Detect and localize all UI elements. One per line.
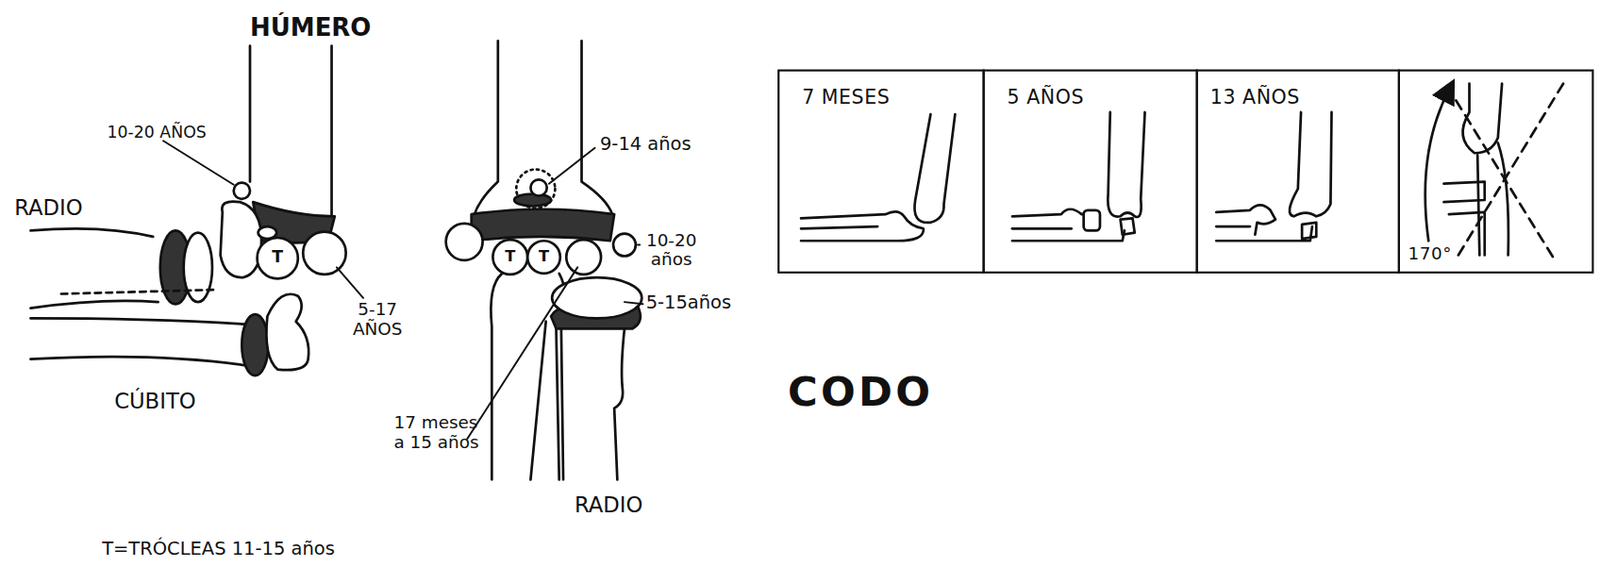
bone-name: RADIO xyxy=(14,197,83,221)
drawing-stroke xyxy=(1443,182,1484,203)
age-callout: 10-20 años xyxy=(640,230,702,268)
drawing-stroke xyxy=(566,239,601,275)
drawing-stroke xyxy=(257,237,299,279)
age-panel: 13 AÑOS xyxy=(1196,69,1400,274)
drawing-stroke xyxy=(1012,209,1092,217)
drawing-stroke xyxy=(30,300,158,309)
panel-label: 7 MESES xyxy=(801,85,890,109)
drawing-stroke xyxy=(527,240,561,274)
drawing-stroke xyxy=(241,314,268,376)
drawing-stroke xyxy=(1083,210,1100,232)
drawing-stroke xyxy=(800,226,878,229)
drawing-stroke xyxy=(1012,230,1125,241)
drawing-stroke xyxy=(492,239,528,275)
drawing-stroke xyxy=(446,223,484,261)
drawing-stroke xyxy=(555,326,559,480)
drawing-stroke xyxy=(163,140,234,185)
drawing-stroke xyxy=(1120,217,1135,234)
drawing-stroke xyxy=(549,148,596,184)
drawing-stroke xyxy=(330,46,334,217)
panel-label: 170° xyxy=(1408,242,1452,264)
drawing-stroke xyxy=(233,183,250,200)
drawing-stroke xyxy=(266,294,309,370)
legend-note: T=TRÓCLEAS 11-15 años xyxy=(101,538,335,559)
drawing-stroke xyxy=(1498,142,1509,255)
trochlea-mark: T xyxy=(266,248,288,267)
age-callout: 17 meses a 15 años xyxy=(393,413,488,451)
drawing-stroke xyxy=(530,179,547,196)
drawing-stroke xyxy=(30,317,250,324)
drawing-stroke xyxy=(220,201,262,279)
drawing-stroke xyxy=(30,356,245,366)
drawing-stroke xyxy=(1457,83,1564,258)
drawing-stroke xyxy=(514,194,551,207)
drawing-stroke xyxy=(1216,204,1276,234)
panel-label: 5 AÑOS xyxy=(1007,85,1085,109)
drawing-stroke xyxy=(61,289,215,294)
drawing-stroke xyxy=(1289,112,1333,217)
panel-170 xyxy=(1425,83,1564,258)
drawing-stroke xyxy=(914,114,955,223)
drawing-stroke xyxy=(1449,212,1485,255)
age-callout: 9-14 años xyxy=(600,133,692,154)
panel-5-anos xyxy=(1012,112,1146,241)
drawing-stroke xyxy=(1216,226,1313,241)
drawing-stroke xyxy=(490,273,502,480)
drawing-stroke xyxy=(530,321,546,481)
diagram-title: CODO xyxy=(787,369,934,416)
drawing-stroke xyxy=(336,266,364,298)
age-panel: 7 MESES xyxy=(777,69,985,274)
drawing-stroke xyxy=(1107,112,1145,217)
drawing-stroke xyxy=(466,266,578,439)
drawing-stroke xyxy=(474,40,499,215)
drawing-stroke xyxy=(561,328,564,480)
drawing-stroke xyxy=(614,328,625,480)
drawing-stroke xyxy=(637,244,640,247)
drawing-stroke xyxy=(551,277,642,318)
bone-name: HÚMERO xyxy=(250,14,371,42)
drawing-stroke xyxy=(800,211,924,241)
drawing-stroke xyxy=(1216,225,1250,229)
trochlea-mark: T xyxy=(533,248,555,266)
bone-name: RADIO xyxy=(574,493,643,517)
drawing-stroke xyxy=(1463,83,1503,154)
age-panel: 5 AÑOS xyxy=(983,69,1199,274)
age-callout: 10-20 AÑOS xyxy=(107,123,207,142)
age-callout: 5-15años xyxy=(646,291,733,312)
trochlea-mark: T xyxy=(500,248,521,266)
drawing-stroke xyxy=(1301,222,1317,239)
drawing-stroke xyxy=(1012,227,1072,231)
panel-13-anos xyxy=(1216,112,1332,241)
drawing-stroke xyxy=(249,46,252,183)
panel-label: 13 AÑOS xyxy=(1210,85,1300,109)
drawing-stroke xyxy=(582,40,613,215)
drawing-stroke xyxy=(471,209,615,242)
drawing-stroke xyxy=(1425,89,1450,241)
age-panel: 170° xyxy=(1398,69,1595,274)
bone-name: CÚBITO xyxy=(114,389,197,414)
drawing-stroke xyxy=(302,232,346,275)
panel-7-meses xyxy=(800,114,955,241)
drawing-stroke xyxy=(624,301,643,304)
age-callout: 5-17 AÑOS xyxy=(347,300,409,338)
drawing-stroke xyxy=(30,228,153,237)
drawing-stroke xyxy=(613,233,636,257)
drawing-stroke xyxy=(1477,154,1480,255)
